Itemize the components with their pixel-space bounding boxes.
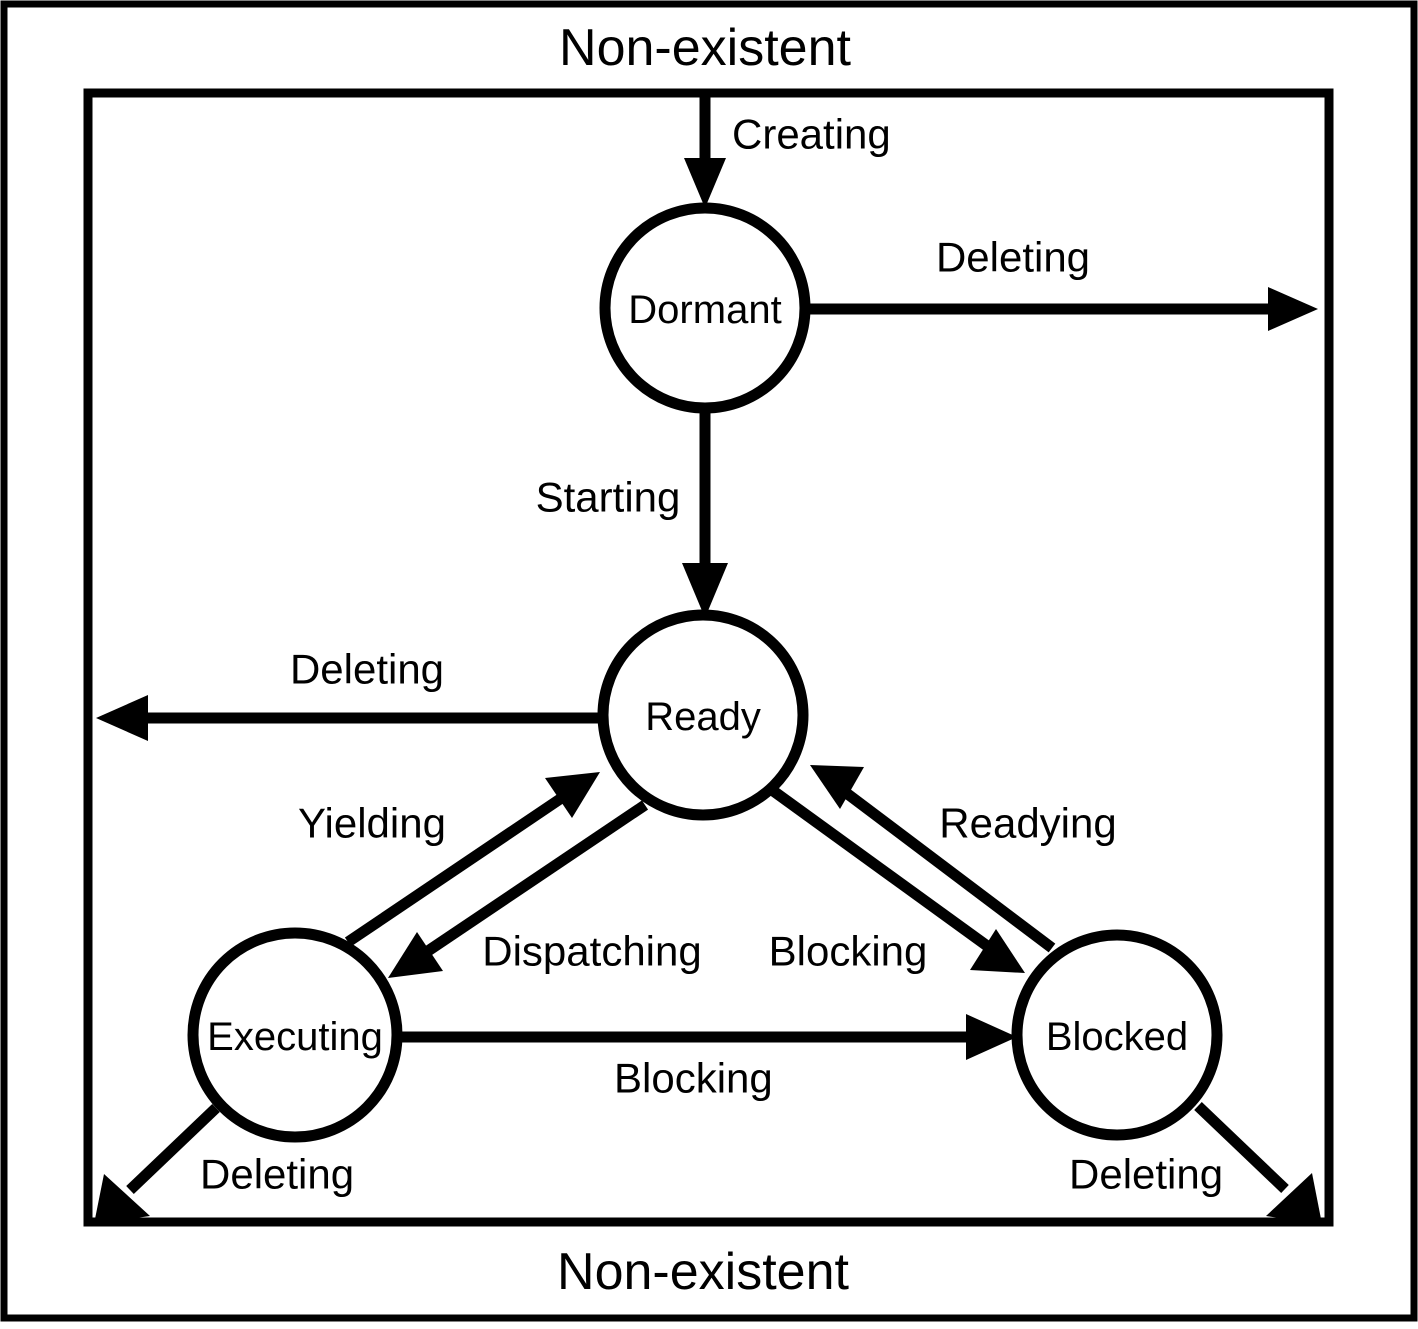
transition-creating: Creating [684,96,891,208]
deleting-dormant-arrowhead [1268,287,1318,331]
label-deleting-dormant: Deleting [936,234,1090,281]
label-starting: Starting [536,474,681,521]
yielding-line [344,790,570,947]
starting-arrowhead [682,563,728,618]
transition-dispatching: Dispatching [388,800,702,978]
state-node-blocked[interactable]: Blocked [1011,929,1223,1141]
blocked-circle[interactable] [1011,929,1223,1141]
state-node-ready[interactable]: Ready [597,609,809,821]
readying-arrowhead [810,765,864,809]
ready-circle[interactable] [597,609,809,821]
inner-frame [83,88,1334,1227]
transition-blocking-ready: Blocking [768,785,1025,975]
state-node-dormant[interactable]: Dormant [599,202,811,414]
label-blocking-ready: Blocking [769,928,928,975]
label-dispatching: Dispatching [482,928,701,975]
region-label-top: Non-existent [559,19,851,77]
blocking-ready-arrowhead [970,929,1025,973]
ready-label: Ready [645,695,761,739]
blocked-label: Blocked [1046,1015,1188,1059]
label-creating: Creating [732,111,891,158]
deleting-executing-arrowhead [94,1174,150,1224]
creating-arrowhead [684,158,726,208]
dispatching-arrowhead [388,932,443,978]
transition-yielding: Yielding [298,772,600,947]
dormant-label: Dormant [628,288,781,332]
blocking-ready-line [768,785,994,953]
label-yielding: Yielding [298,800,446,847]
dispatching-line [418,800,649,960]
label-readying: Readying [939,800,1116,847]
transition-deleting-blocked: Deleting [1069,1102,1322,1224]
label-deleting-ready: Deleting [290,646,444,693]
transition-readying: Readying [810,765,1117,953]
deleting-ready-arrowhead [96,695,148,741]
region-label-bottom: Non-existent [557,1243,849,1301]
deleting-blocked-arrowhead [1266,1173,1322,1224]
label-blocking-executing: Blocking [614,1055,773,1102]
deleting-blocked-line [1194,1102,1289,1193]
label-deleting-blocked: Deleting [1069,1151,1223,1198]
transition-deleting-executing: Deleting [94,1104,354,1224]
transition-deleting-ready: Deleting [96,646,601,741]
state-node-executing[interactable]: Executing [187,927,403,1143]
transition-starting: Starting [536,410,728,618]
executing-label: Executing [207,1015,383,1059]
blocking-executing-arrowhead [966,1014,1017,1060]
dormant-circle[interactable] [599,202,811,414]
deleting-executing-line [126,1104,220,1194]
label-deleting-executing: Deleting [200,1151,354,1198]
readying-line [841,787,1056,953]
yielding-arrowhead [545,772,600,818]
executing-circle[interactable] [187,927,403,1143]
transition-blocking-executing: Blocking [400,1014,1017,1102]
transition-deleting-dormant: Deleting [808,234,1318,331]
